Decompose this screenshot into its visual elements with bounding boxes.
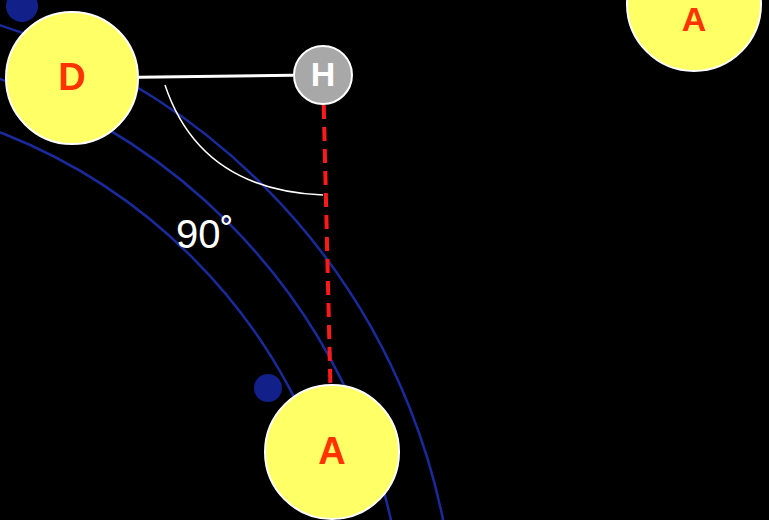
atom-letter: H xyxy=(295,56,351,93)
atom-letter: A xyxy=(266,431,398,473)
angle-arc xyxy=(165,85,323,195)
atom-dot xyxy=(254,374,282,402)
bond-line xyxy=(139,75,293,77)
hydrogen-bond xyxy=(324,105,331,384)
atom-letter: D xyxy=(7,57,137,99)
angle-label: 90˚ xyxy=(176,212,234,257)
hydrogen-atom: H xyxy=(293,45,353,105)
atom-letter: A xyxy=(628,1,760,38)
atom-dot xyxy=(6,0,38,22)
orbit-line xyxy=(0,0,456,520)
acceptor-atom: A xyxy=(626,0,762,72)
acceptor-atom: A xyxy=(264,384,400,520)
donor-atom: D xyxy=(5,11,139,145)
earth-surface xyxy=(0,150,300,520)
